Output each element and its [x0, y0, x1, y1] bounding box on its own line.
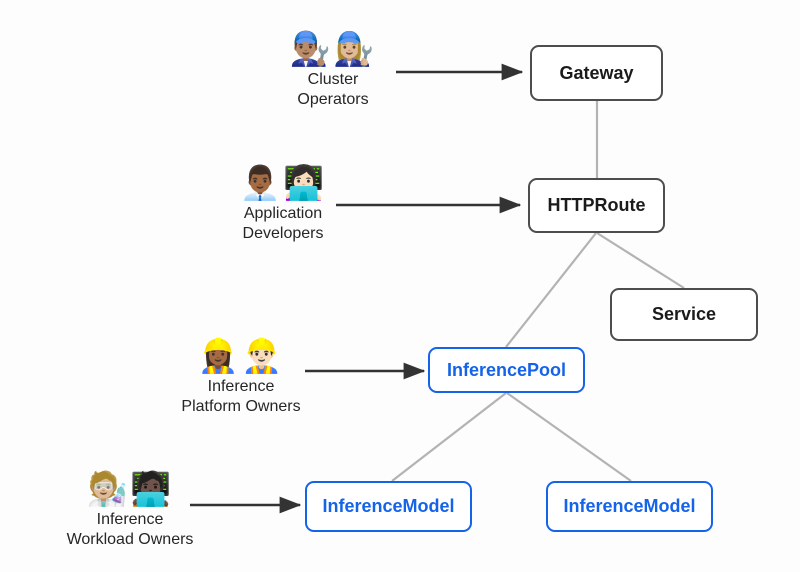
node-inferencemodel-left-label: InferenceModel: [322, 496, 455, 516]
actor-cluster-operators: 👨🏽‍🔧👩🏼‍🔧 Cluster Operators: [278, 30, 388, 110]
actor-arrows: [190, 63, 524, 514]
relationship-edges: [391, 101, 685, 482]
node-inferencemodel-right[interactable]: InferenceModel: [546, 481, 713, 532]
edge-inferencepool-inferencemodel-right: [506, 392, 632, 482]
actor-application-developers: 👨🏾‍💼👩🏻‍💻 Application Developers: [223, 164, 343, 244]
application-developers-avatar-icon: 👨🏾‍💼👩🏻‍💻: [239, 164, 327, 201]
node-inferencepool-label: InferencePool: [446, 359, 567, 380]
edge-httproute-service: [596, 232, 685, 289]
node-inferencemodel-right-label: InferenceModel: [563, 496, 696, 516]
edge-inferencepool-inferencemodel-left: [391, 392, 507, 482]
cluster-operators-avatar-icon: 👨🏽‍🔧👩🏼‍🔧: [289, 30, 377, 67]
node-httproute-label: HTTPRoute: [547, 195, 646, 215]
node-service-label: Service: [651, 304, 717, 324]
inference-workload-owners-label: Inference Workload Owners: [66, 511, 194, 548]
actor-inference-workload-owners: 🧑🏼‍🔬🧑🏿‍💻 Inference Workload Owners: [56, 470, 204, 550]
inference-platform-owners-label: Inference Platform Owners: [181, 378, 301, 415]
node-inferencepool[interactable]: InferencePool: [428, 347, 585, 393]
cluster-operators-label: Cluster Operators: [297, 71, 369, 108]
node-service[interactable]: Service: [610, 288, 758, 341]
actor-inference-platform-owners: 👷🏾‍♀️👷🏻‍♂️ Inference Platform Owners: [170, 337, 312, 417]
node-gateway[interactable]: Gateway: [530, 45, 663, 101]
inference-workload-owners-avatar-icon: 🧑🏼‍🔬🧑🏿‍💻: [86, 470, 174, 507]
node-gateway-label: Gateway: [559, 62, 634, 83]
node-httproute[interactable]: HTTPRoute: [528, 178, 665, 233]
application-developers-label: Application Developers: [242, 205, 324, 242]
inference-platform-owners-avatar-icon: 👷🏾‍♀️👷🏻‍♂️: [197, 337, 285, 374]
edge-httproute-inferencepool: [505, 232, 597, 348]
node-inferencemodel-left[interactable]: InferenceModel: [305, 481, 472, 532]
